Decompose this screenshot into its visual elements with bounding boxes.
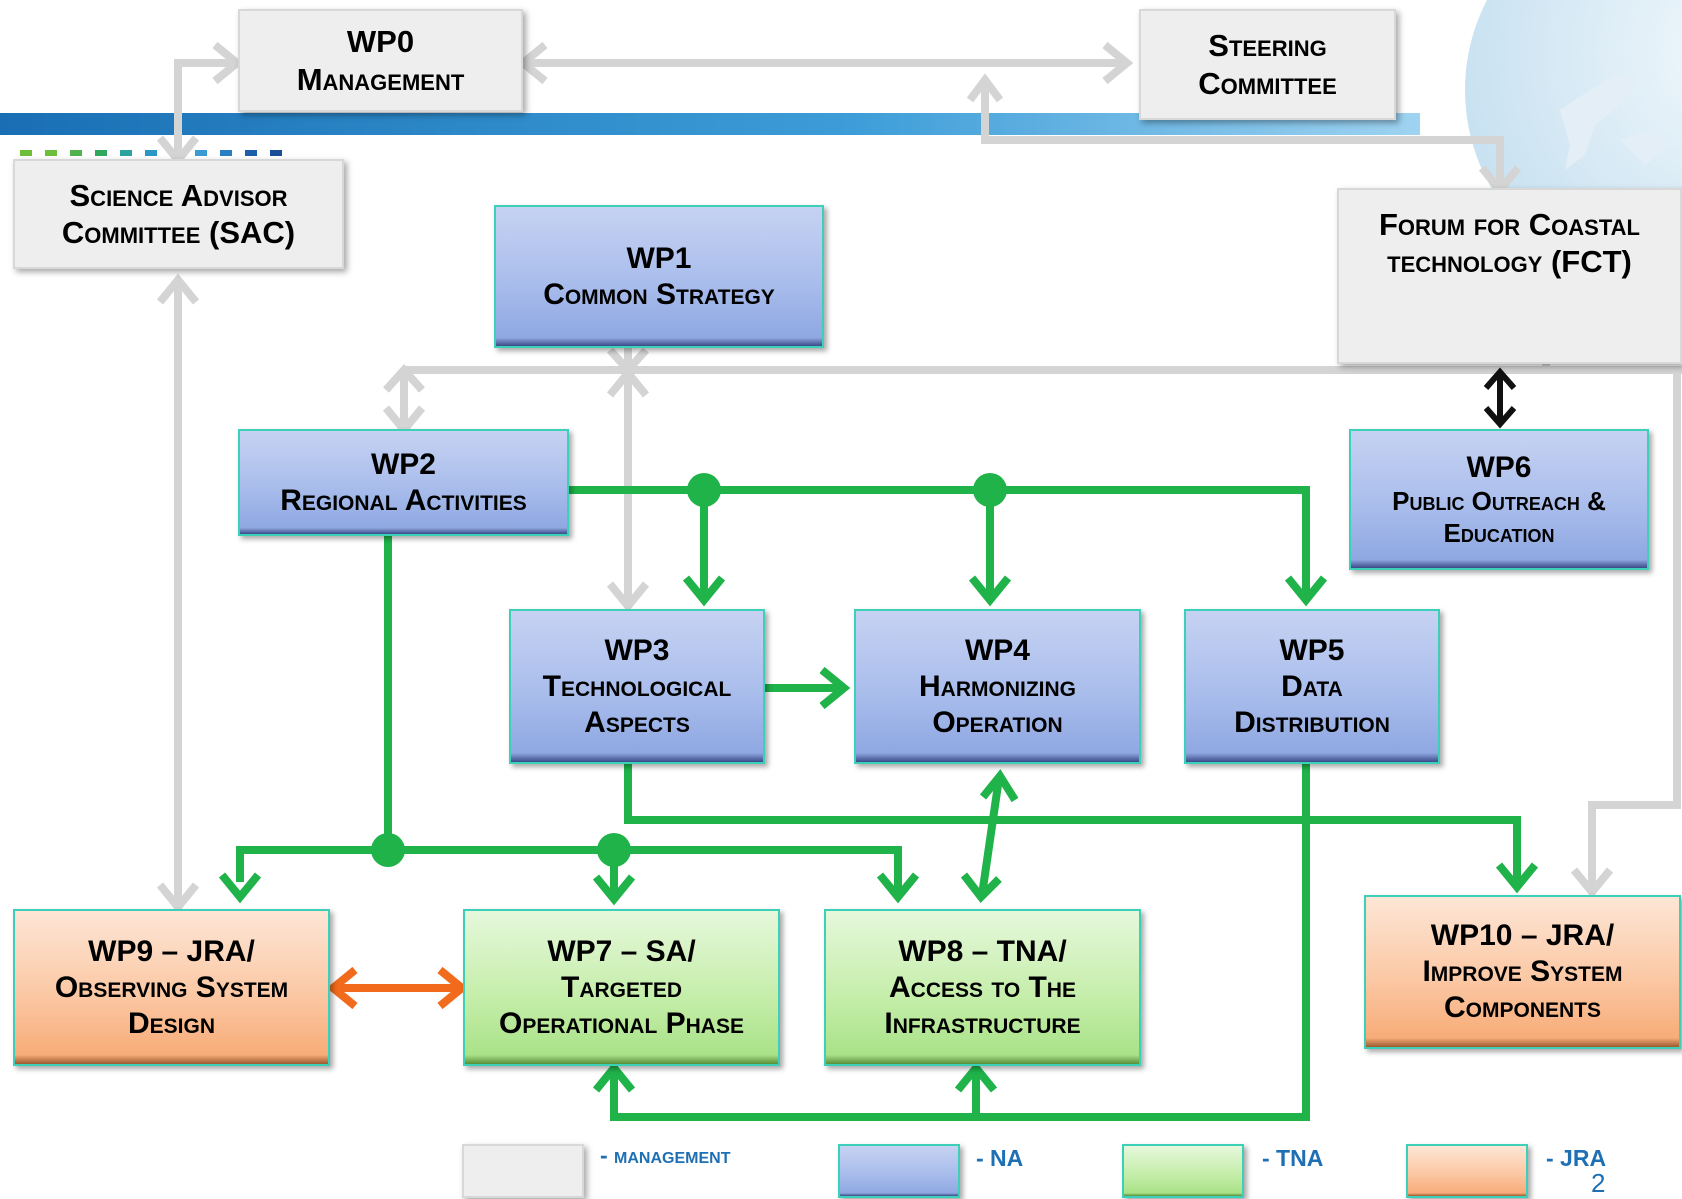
jra-link-arrow xyxy=(326,966,469,1010)
wp0-management-box[interactable]: WP0 Management xyxy=(238,9,523,112)
wp4-line2: Harmonizing xyxy=(919,669,1076,703)
wp7-box[interactable]: WP7 – SA/ Targeted Operational Phase xyxy=(463,909,780,1066)
wp5-line3: Distribution xyxy=(1234,705,1390,739)
wp5-title: WP5 xyxy=(1279,633,1345,667)
legend-label-management: - management xyxy=(600,1142,731,1168)
fct-line2: technology (FCT) xyxy=(1387,244,1632,280)
wp3-title: WP3 xyxy=(604,633,670,667)
wp2-box[interactable]: WP2 Regional Activities xyxy=(238,429,569,536)
wp7-line3: Operational Phase xyxy=(499,1006,744,1040)
legend-label-jra: - JRA xyxy=(1546,1145,1607,1171)
wp4-box[interactable]: WP4 Harmonizing Operation xyxy=(854,609,1141,764)
wp0-subtitle: Management xyxy=(296,61,465,97)
wp3-line3: Aspects xyxy=(584,705,690,739)
wp6-line2: Public Outreach & xyxy=(1392,486,1606,517)
wp9-line2: Observing System xyxy=(54,970,289,1004)
legend-swatch-management xyxy=(462,1144,584,1198)
legend-swatch-tna xyxy=(1122,1144,1244,1198)
wp10-box[interactable]: WP10 – JRA/ Improve System Components xyxy=(1364,895,1681,1049)
wp10-line2: Improve System xyxy=(1422,955,1623,988)
wp6-line3: Education xyxy=(1443,517,1555,548)
wp5-line2: Data xyxy=(1281,669,1343,703)
wp8-line2: Access to The xyxy=(889,970,1076,1004)
wp10-title: WP10 – JRA/ xyxy=(1430,919,1615,952)
europe-map xyxy=(1560,75,1670,170)
junction-dots xyxy=(371,473,1007,867)
fct-line1: Forum for Coastal xyxy=(1378,207,1640,242)
wp7-line2: Targeted xyxy=(561,970,682,1004)
wp8-box[interactable]: WP8 – TNA/ Access to The Infrastructure xyxy=(824,909,1141,1066)
legend-swatch-jra xyxy=(1406,1144,1528,1198)
steering-committee-box[interactable]: Steering Committee xyxy=(1139,9,1396,120)
legend-label-tna: - TNA xyxy=(1262,1145,1324,1171)
header-band xyxy=(0,113,1420,135)
wp4-line3: Operation xyxy=(932,705,1063,739)
wp8-title: WP8 – TNA/ xyxy=(898,934,1067,968)
wp4-title: WP4 xyxy=(964,633,1030,667)
wp1-subtitle: Common Strategy xyxy=(543,277,775,311)
wp8-line3: Infrastructure xyxy=(884,1006,1081,1040)
page-number: 2 xyxy=(1591,1168,1606,1198)
wp7-title: WP7 – SA/ xyxy=(547,934,696,968)
legend-swatch-na xyxy=(838,1144,960,1198)
wp0-title: WP0 xyxy=(346,24,415,60)
wp3-line2: Technological xyxy=(542,669,732,703)
sac-line2: Committee (SAC) xyxy=(61,215,296,250)
wp6-title: WP6 xyxy=(1466,451,1532,485)
wp9-title: WP9 – JRA/ xyxy=(88,934,255,968)
wp10-line3: Components xyxy=(1443,991,1601,1024)
steering-line2: Committee xyxy=(1198,65,1337,101)
fct-box[interactable]: Forum for Coastal technology (FCT) xyxy=(1337,188,1682,364)
wp5-box[interactable]: WP5 Data Distribution xyxy=(1184,609,1440,764)
sac-box[interactable]: Science Advisor Committee (SAC) xyxy=(13,159,344,269)
wp1-box[interactable]: WP1 Common Strategy xyxy=(494,205,824,348)
wp6-box[interactable]: WP6 Public Outreach & Education xyxy=(1349,429,1649,570)
wp1-title: WP1 xyxy=(626,241,692,275)
network-arrows xyxy=(218,486,1539,1121)
wp9-box[interactable]: WP9 – JRA/ Observing System Design xyxy=(13,909,330,1066)
steering-line1: Steering xyxy=(1208,28,1327,64)
fct-wp6-link-arrow xyxy=(1483,367,1517,429)
wp2-subtitle: Regional Activities xyxy=(280,483,527,517)
sac-line1: Science Advisor xyxy=(69,177,288,213)
legend-label-na: - NA xyxy=(976,1145,1024,1171)
wp9-line3: Design xyxy=(127,1006,215,1040)
wp3-box[interactable]: WP3 Technological Aspects xyxy=(509,609,765,764)
wp2-title: WP2 xyxy=(370,447,436,481)
